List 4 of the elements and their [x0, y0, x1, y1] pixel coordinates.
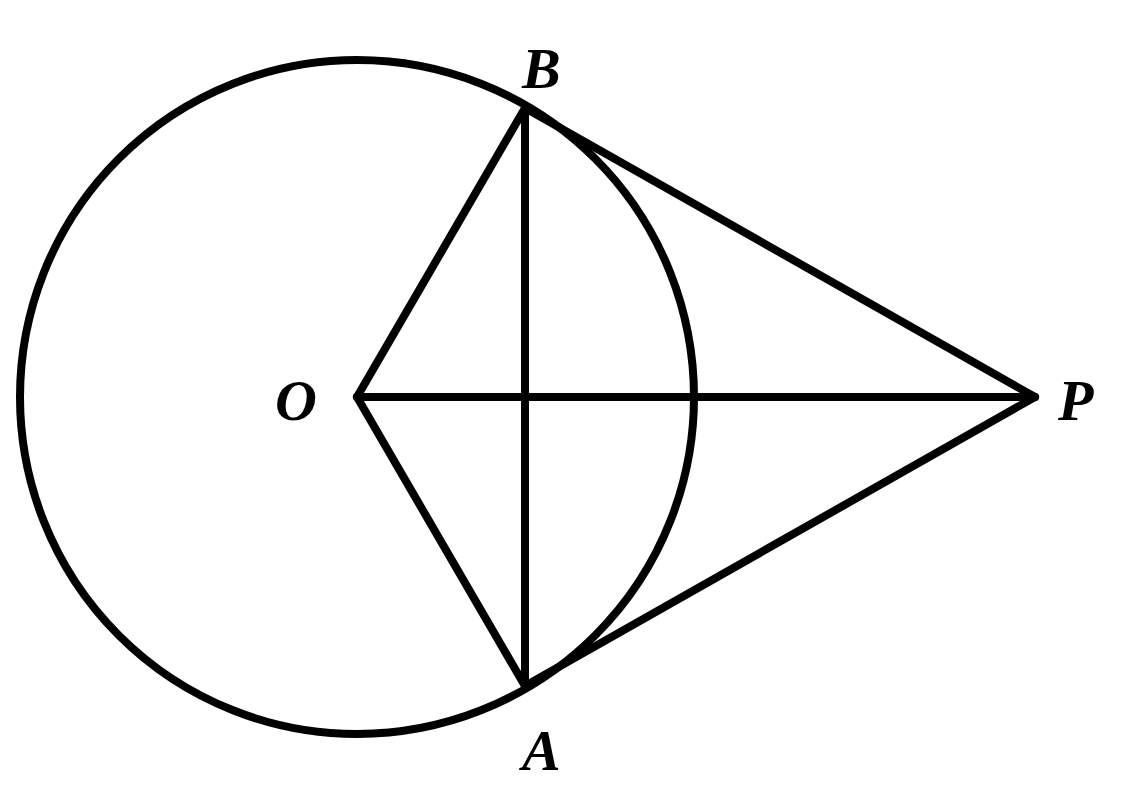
point-label: B — [522, 40, 561, 98]
line-segment — [521, 393, 1039, 690]
point-label: O — [275, 372, 317, 430]
point-label: P — [1058, 372, 1094, 430]
